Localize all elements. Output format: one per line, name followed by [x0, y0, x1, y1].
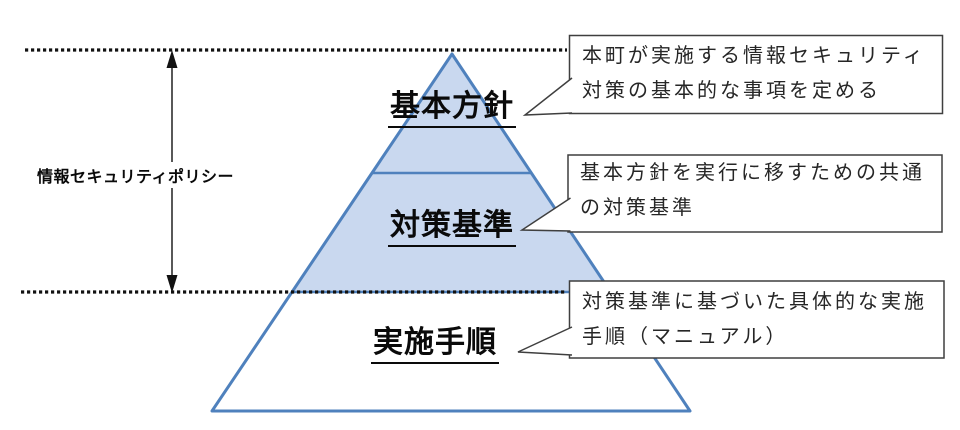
- tier-label-implementation-procedures: 実施手順: [371, 326, 499, 364]
- callout-text-countermeasure-standards: 基本方針を実行に移すための共通 の対策基準: [580, 156, 925, 226]
- callout-tail-2: [519, 197, 571, 232]
- scope-label: 情報セキュリティポリシー: [34, 162, 238, 188]
- scope-arrow-up-head: [166, 50, 178, 68]
- callout-tail-1: [522, 77, 573, 116]
- scope-arrow-down-head: [166, 275, 178, 293]
- callout-line: の対策基準: [580, 197, 695, 219]
- callout-box-2: [567, 154, 943, 233]
- callout-box-1: [568, 34, 944, 115]
- callout-tail-3: [517, 326, 573, 356]
- tier-label-basic-policy: 基本方針: [388, 90, 516, 128]
- callout-line: 対策基準に基づいた具体的な実施: [582, 291, 927, 313]
- callout-line: 基本方針を実行に移すための共通: [580, 162, 925, 184]
- callout-box-3: [568, 280, 945, 359]
- callout-line: 対策の基本的な事項を定める: [582, 80, 881, 102]
- callout-text-implementation-procedures: 対策基準に基づいた具体的な実施 手順（マニュアル）: [582, 285, 927, 355]
- callout-text-basic-policy: 本町が実施する情報セキュリティ 対策の基本的な事項を定める: [582, 39, 926, 109]
- callout-line: 本町が実施する情報セキュリティ: [582, 45, 926, 67]
- callout-line: 手順（マニュアル）: [582, 326, 789, 348]
- tier-label-countermeasure-standards: 対策基準: [388, 209, 516, 247]
